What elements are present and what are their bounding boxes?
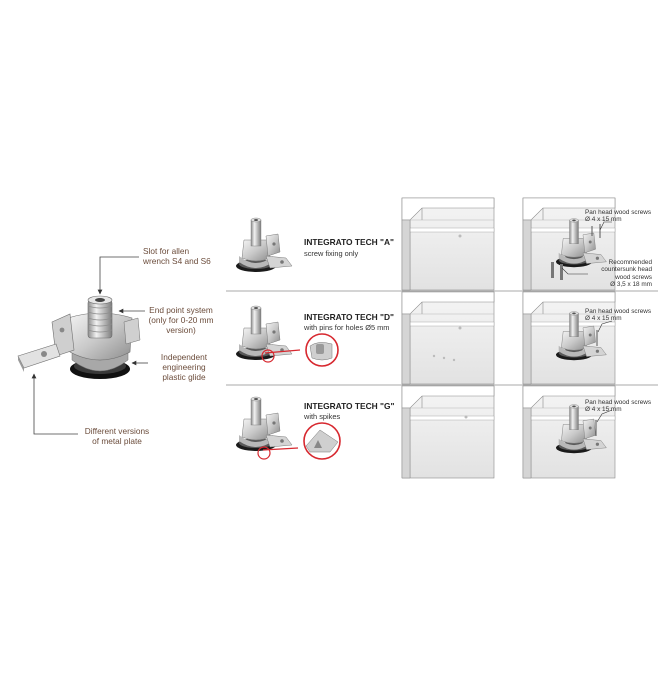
label-line: wrench S4 and S6 <box>143 256 211 266</box>
cabinet-d-mounted <box>522 291 616 385</box>
row-g-subtitle: with spikes <box>304 412 341 421</box>
fitting-d-illustration <box>235 305 339 367</box>
row-separators <box>226 290 658 386</box>
callout-line: Ø 4 x 15 mm <box>585 315 622 323</box>
leader-lines <box>31 256 148 435</box>
callout-line: wood screws <box>615 273 652 281</box>
cabinet-a-mounted <box>522 197 616 291</box>
callout-line: Ø 4 x 15 mm <box>585 216 622 224</box>
label-end-point: End point system (only for 0-20 mm versi… <box>146 305 216 335</box>
label-line: plastic glide <box>162 372 206 382</box>
label-line: (only for 0-20 mm <box>148 315 214 325</box>
fitting-a-illustration <box>235 217 293 273</box>
cabinet-g-empty <box>401 385 495 479</box>
callout-pan-head-a: Pan head wood screws Ø 4 x 15 mm <box>585 209 651 224</box>
callout-countersunk: Recommended countersunk head wood screws… <box>596 259 652 288</box>
label-plate: Different versions of metal plate <box>80 426 154 446</box>
callout-line: Ø 3,5 x 18 mm <box>610 280 652 288</box>
label-line: of metal plate <box>92 436 142 446</box>
callout-line: Pan head wood screws <box>585 209 652 216</box>
label-line: engineering <box>162 362 206 372</box>
label-line: Independent <box>160 352 208 362</box>
callout-line: Pan head wood screws <box>585 308 652 315</box>
label-line: Different versions <box>84 426 150 436</box>
callout-pan-head-d: Pan head wood screws Ø 4 x 15 mm <box>585 308 651 323</box>
cabinet-g-mounted <box>522 385 616 479</box>
label-slot: Slot for allen wrench S4 and S6 <box>143 246 211 266</box>
callout-line: countersunk head <box>601 266 652 274</box>
label-glide: Independent engineering plastic glide <box>150 352 218 382</box>
callout-line: Recommended <box>608 259 652 266</box>
label-line: version) <box>166 325 196 335</box>
callout-line: Pan head wood screws <box>585 399 652 406</box>
label-line: End point system <box>149 305 213 315</box>
row-d-title: INTEGRATO TECH "D" <box>304 312 394 322</box>
row-d-subtitle: with pins for holes Ø5 mm <box>304 323 390 332</box>
row-a-subtitle: screw fixing only <box>304 249 359 258</box>
callout-line: Ø 4 x 15 mm <box>585 406 622 414</box>
label-line: Slot for allen <box>143 246 190 256</box>
cabinet-d-empty <box>401 291 495 385</box>
cabinet-a-empty <box>401 197 495 291</box>
row-a-title: INTEGRATO TECH "A" <box>304 237 394 247</box>
callout-pan-head-g: Pan head wood screws Ø 4 x 15 mm <box>585 399 651 414</box>
row-g-title: INTEGRATO TECH "G" <box>304 401 395 411</box>
fitting-g-illustration <box>235 396 341 460</box>
main-fitting-illustration <box>17 295 141 379</box>
